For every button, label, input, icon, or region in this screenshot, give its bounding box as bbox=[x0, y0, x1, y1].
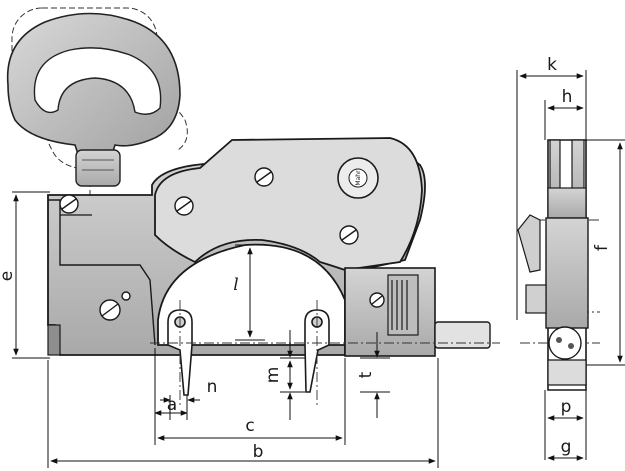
label-f: f bbox=[592, 244, 612, 251]
brand-logo: Mahr bbox=[337, 157, 379, 199]
label-k: k bbox=[547, 55, 557, 75]
label-e: e bbox=[0, 271, 17, 281]
dimension-labels: e b c a n m t l k h f p g bbox=[0, 55, 612, 462]
label-c: c bbox=[245, 416, 254, 436]
side-view bbox=[517, 139, 589, 391]
label-g: g bbox=[561, 437, 572, 457]
dimension-lines bbox=[12, 70, 625, 468]
label-h: h bbox=[562, 87, 573, 107]
label-p: p bbox=[561, 397, 572, 417]
label-t: t bbox=[356, 371, 376, 378]
svg-text:Mahr: Mahr bbox=[355, 170, 362, 186]
screws bbox=[59, 167, 385, 321]
label-n: n bbox=[207, 377, 218, 397]
label-a: a bbox=[167, 395, 177, 415]
knob-handle bbox=[6, 12, 181, 187]
label-m: m bbox=[263, 367, 283, 384]
label-b: b bbox=[253, 442, 264, 462]
label-l: l bbox=[233, 275, 238, 295]
main-body bbox=[47, 137, 491, 357]
